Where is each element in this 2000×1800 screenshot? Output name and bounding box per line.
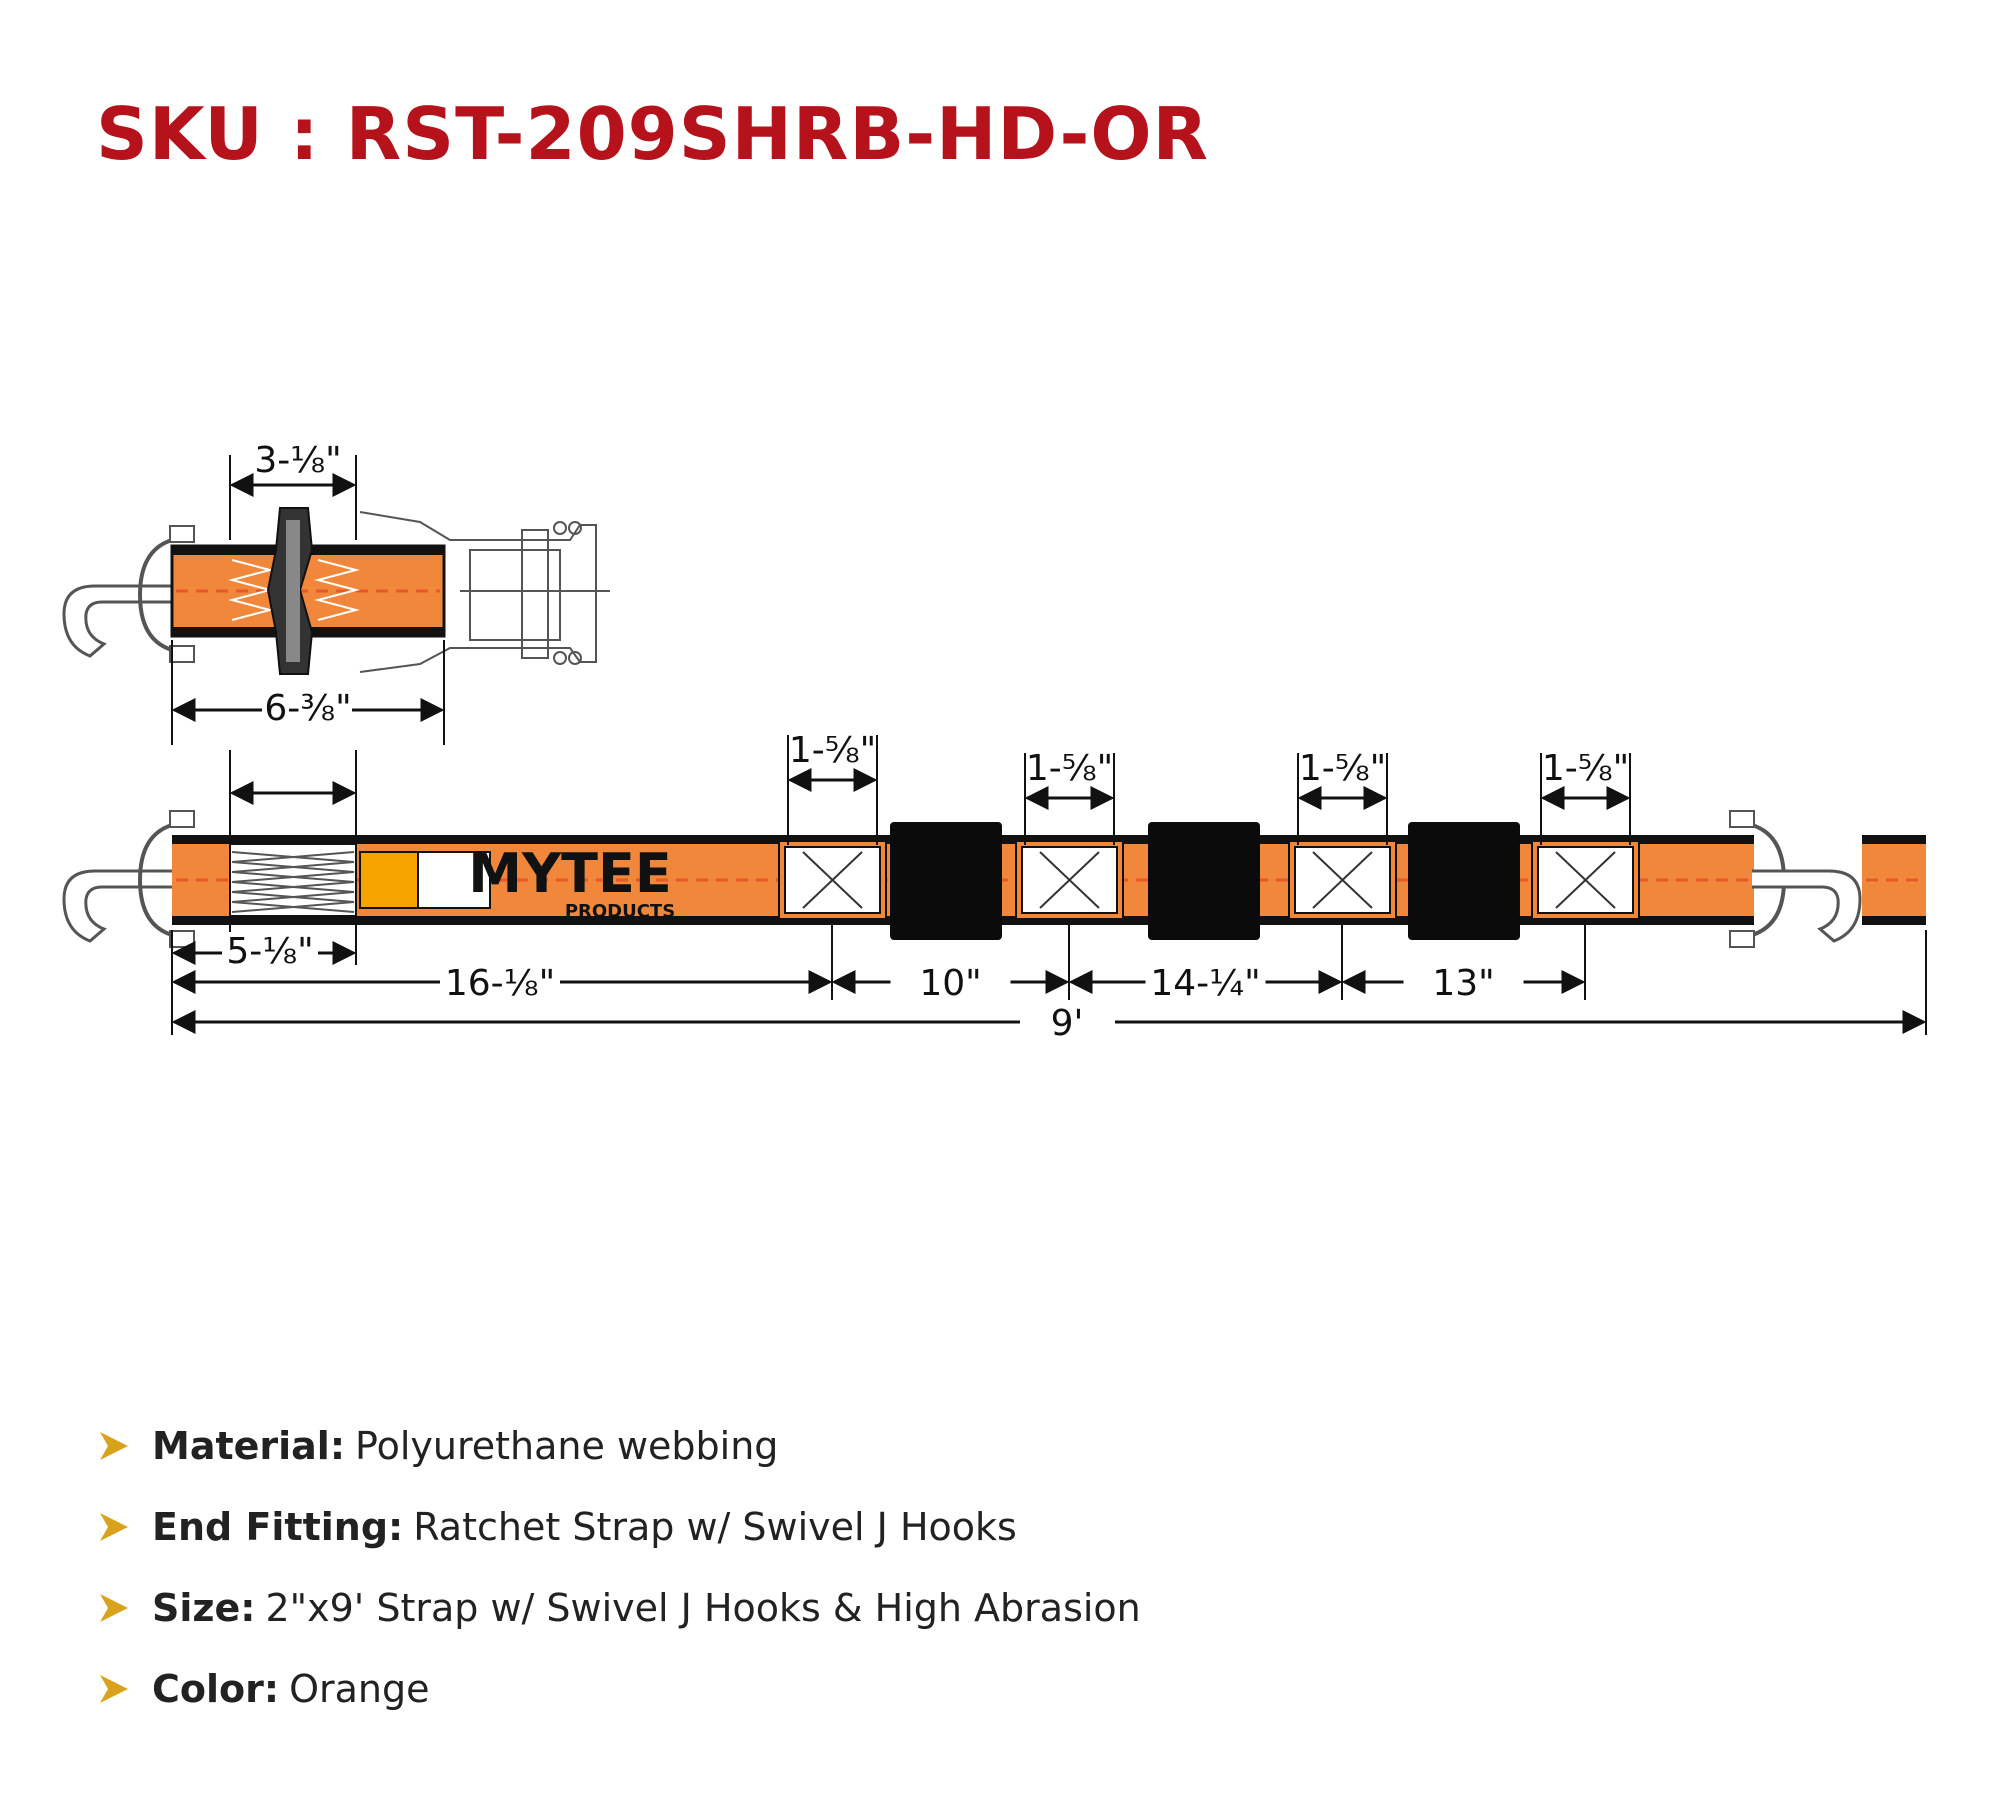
brand-sub: PRODUCTS [565, 901, 675, 922]
zigzag-stitch-right [314, 559, 360, 621]
spec-size-label: Size: [152, 1585, 256, 1630]
spec-material-label: Material: [152, 1423, 346, 1468]
dim-sleeve-width: 1-⅝" [1026, 748, 1113, 789]
spec-color: Color: Orange [96, 1648, 1141, 1729]
main-strap: MYTEE PRODUCTS 5-⅛" 1-⅝" 1-⅝" 1-⅝" 1-⅝" 16-⅛… [62, 730, 1927, 1044]
spec-end-fitting-label: End Fitting: [152, 1504, 404, 1549]
protector-cross [802, 851, 863, 909]
hook-bracket-left [137, 823, 173, 937]
ratchet-grip [286, 520, 300, 662]
dim-spacing-label: 16-⅛" [445, 963, 555, 1004]
dim-spacing-label: 14-¼" [1150, 963, 1260, 1004]
j-hook-left-icon [62, 869, 172, 943]
spec-list: Material: Polyurethane webbing End Fitti… [96, 1405, 1141, 1729]
spec-size-value: 2"x9' Strap w/ Swivel J Hooks & High Abr… [265, 1585, 1141, 1630]
dim-handle-width: 3-⅛" [254, 440, 341, 481]
protector-cross [1039, 851, 1100, 909]
hook-bracket [137, 538, 173, 652]
spec-material-value: Polyurethane webbing [355, 1423, 779, 1468]
black-sleeve [1408, 822, 1520, 940]
dim-label-bg [1145, 960, 1266, 1000]
spec-color-value: Orange [289, 1666, 430, 1711]
sleeve-dimensions: 1-⅝" 1-⅝" 1-⅝" 1-⅝" 16-⅛" 10" 14-¼" 13" [171, 730, 1631, 1004]
dim-sleeve-width: 1-⅝" [1542, 748, 1629, 789]
chevron-right-icon [100, 1674, 128, 1703]
spec-size: Size: 2"x9' Strap w/ Swivel J Hooks & Hi… [96, 1567, 1141, 1648]
dim-label-bg [440, 960, 560, 1000]
spec-end-fitting: End Fitting: Ratchet Strap w/ Swivel J H… [96, 1486, 1141, 1567]
dim-sleeve-width: 1-⅝" [1299, 748, 1386, 789]
label-patch-accent [359, 851, 419, 909]
protector-cross [1312, 851, 1373, 909]
ratchet-assembly: 3-⅛" 6-⅜" [62, 440, 610, 745]
hook-bolt-bottom [169, 645, 195, 663]
brand-logo: MYTEE [468, 842, 671, 905]
label-patch [417, 851, 491, 909]
dim-label-bg [1403, 960, 1524, 1000]
spec-material: Material: Polyurethane webbing [96, 1405, 1141, 1486]
dim-total-length: 9' [1051, 1003, 1084, 1044]
protector-cross [1555, 851, 1616, 909]
dim-spacing-label: 13" [1432, 963, 1494, 1004]
chevron-right-icon [100, 1512, 128, 1541]
spec-color-label: Color: [152, 1666, 280, 1711]
dim-end-section: 5-⅛" [226, 931, 313, 972]
dim-spacing-label: 10" [919, 963, 981, 1004]
wear-sleeves [778, 822, 1640, 940]
chevron-right-icon [100, 1431, 128, 1460]
black-sleeve [890, 822, 1002, 940]
spec-end-fitting-value: Ratchet Strap w/ Swivel J Hooks [413, 1504, 1017, 1549]
hook-bolt-top [169, 525, 195, 543]
chevron-right-icon [100, 1593, 128, 1622]
dim-label-bg [890, 960, 1011, 1000]
strap-diagram: 3-⅛" 6-⅜" MYTEE PRODUCTS [62, 440, 1927, 1044]
black-sleeve [1148, 822, 1260, 940]
sku-title: SKU : RST-209SHRB-HD-OR [96, 92, 1209, 176]
j-hook-icon [62, 584, 172, 658]
dim-sleeve-width: 1-⅝" [789, 730, 876, 771]
j-hook-right-icon [1752, 869, 1862, 943]
dim-ratchet-length: 6-⅜" [264, 688, 351, 729]
